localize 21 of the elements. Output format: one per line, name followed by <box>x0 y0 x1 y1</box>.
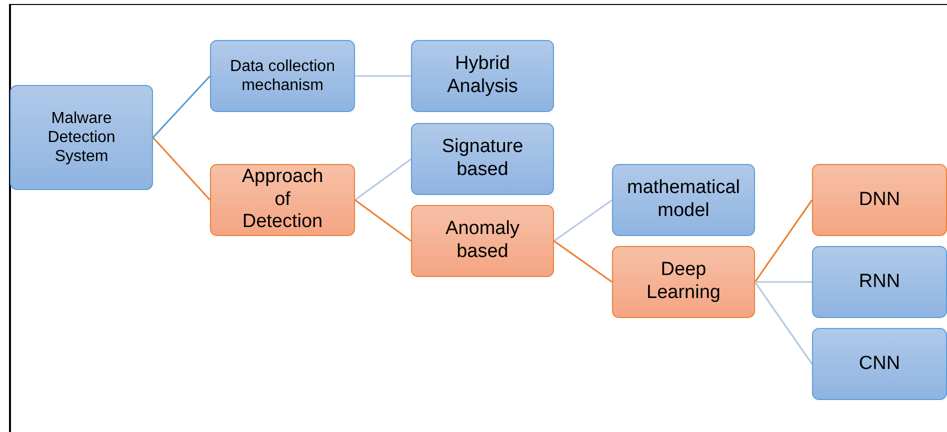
connector-line <box>354 158 412 201</box>
connector-line <box>354 199 412 242</box>
connector-line <box>754 200 813 282</box>
connector-line <box>554 240 612 283</box>
connector-line <box>554 199 612 242</box>
category-box: Deep Learning <box>612 246 755 318</box>
connector-line <box>755 281 812 283</box>
connector-line <box>754 282 813 364</box>
category-box: DNN <box>812 164 947 236</box>
connector-line <box>152 75 211 138</box>
category-box: Data collection mechanism <box>210 40 355 112</box>
category-box: Signature based <box>411 123 554 195</box>
connector-line <box>152 136 211 201</box>
category-box: Approach of Detection <box>210 164 355 236</box>
category-box: Anomaly based <box>411 205 554 277</box>
category-box: Malware Detection System <box>10 85 153 190</box>
category-box: mathematical model <box>612 164 755 236</box>
category-box: RNN <box>812 246 947 318</box>
category-box: CNN <box>812 328 947 400</box>
connector-line <box>355 75 411 77</box>
category-box: Hybrid Analysis <box>411 40 554 112</box>
